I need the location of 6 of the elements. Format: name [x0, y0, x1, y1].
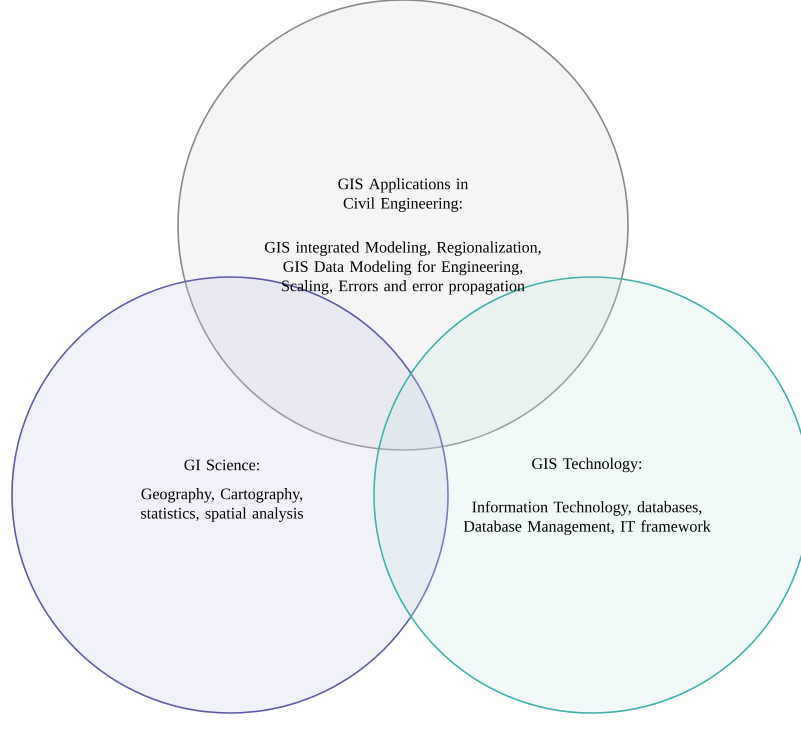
- circle-text: Information Technology, databases, Database Management, IT framework: [464, 500, 711, 536]
- circle-heading: GI Science:: [184, 460, 259, 470]
- circle-heading: GIS Technology:: [532, 458, 642, 472]
- circle-text: Geography, Cartography, statistics, spatial analysis: [141, 488, 303, 522]
- venn-circle: [11, 276, 449, 714]
- circle-heading: GIS Applications in Civil Engineering:: [338, 178, 468, 212]
